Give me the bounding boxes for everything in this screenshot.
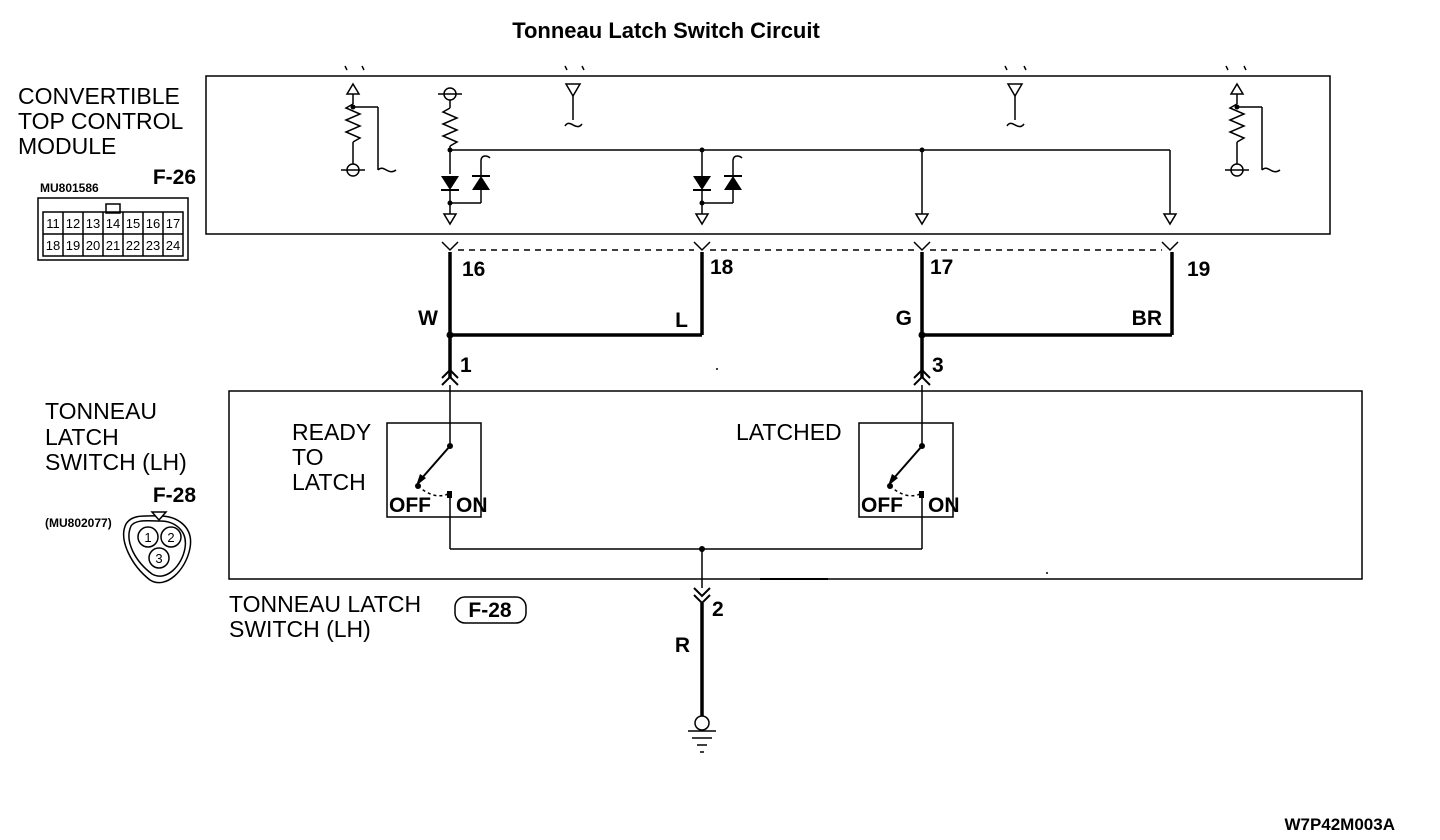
latched-off-label: OFF xyxy=(861,494,903,517)
terminal-19-label: 19 xyxy=(1187,258,1210,281)
module-pin-24: 24 xyxy=(166,238,180,253)
terminal-18-label: 18 xyxy=(710,256,734,279)
switch-label-line-1: TONNEAU xyxy=(45,398,157,424)
module-pin-16: 16 xyxy=(146,216,160,231)
module-pin-11: 11 xyxy=(46,216,60,231)
ready-on-label: ON xyxy=(456,494,488,517)
switch-pin-3: 3 xyxy=(155,551,162,566)
switch-bottom-label: TONNEAU LATCH SWITCH (LH) F-28 xyxy=(229,591,527,642)
module-pin-19: 19 xyxy=(66,238,80,253)
module-label-line-3: MODULE xyxy=(18,133,116,159)
module-label: CONVERTIBLE TOP CONTROL MODULE F-26 MU80… xyxy=(18,83,196,195)
wire-color-w: W xyxy=(418,307,438,330)
switch-pin-1: 1 xyxy=(144,530,151,545)
wiring: W L G BR 1 3 xyxy=(418,252,1174,446)
ready-off-label: OFF xyxy=(389,494,431,517)
module-pin-20: 20 xyxy=(86,238,100,253)
module-pin-21: 21 xyxy=(106,238,120,253)
terminal-17-label: 17 xyxy=(930,256,953,279)
switch-ready-to-latch: READY TO LATCH OFF ON xyxy=(292,419,488,549)
ready-label-line-1: READY xyxy=(292,419,371,445)
switch-terminal-3-label: 3 xyxy=(932,354,944,377)
ready-label-line-2: TO xyxy=(292,444,324,470)
switch-pin-2: 2 xyxy=(167,530,174,545)
bottom-connector-code: F-28 xyxy=(468,599,512,622)
switch-terminal-2-label: 2 xyxy=(712,598,724,621)
figure-code: W7P42M003A xyxy=(1284,815,1395,834)
latched-on-label: ON xyxy=(928,494,960,517)
diagram-title: Tonneau Latch Switch Circuit xyxy=(512,18,820,43)
switch-label-line-3: SWITCH (LH) xyxy=(45,449,187,475)
module-pin-12: 12 xyxy=(66,216,80,231)
module-terminals: 16 18 17 19 xyxy=(441,241,1210,281)
bottom-label-line-1: TONNEAU LATCH xyxy=(229,591,421,617)
module-connector-code: F-26 xyxy=(153,166,196,189)
ready-label-line-3: LATCH xyxy=(292,469,366,495)
module-pin-22: 22 xyxy=(126,238,140,253)
module-label-line-1: CONVERTIBLE xyxy=(18,83,180,109)
bottom-label-line-2: SWITCH (LH) xyxy=(229,616,371,642)
switch-label-line-2: LATCH xyxy=(45,424,119,450)
terminal-16-label: 16 xyxy=(462,258,485,281)
switch-part-number: (MU802077) xyxy=(45,516,112,530)
wire-color-br: BR xyxy=(1132,307,1162,330)
module-pin-17: 17 xyxy=(166,216,180,231)
switch-terminal-1-label: 1 xyxy=(460,354,472,377)
switch-connector-code: F-28 xyxy=(153,484,197,507)
switch-latched: LATCHED OFF ON xyxy=(736,419,960,549)
wire-color-g: G xyxy=(896,307,912,330)
internal-circuit xyxy=(341,82,1281,226)
latched-label: LATCHED xyxy=(736,419,842,445)
module-pin-15: 15 xyxy=(126,216,140,231)
module-part-number: MU801586 xyxy=(40,181,99,195)
module-connector-diagram: 11 12 13 14 15 16 17 18 19 20 21 22 23 24 xyxy=(37,197,189,261)
module-label-line-2: TOP CONTROL xyxy=(18,108,183,134)
switch-label: TONNEAU LATCH SWITCH (LH) F-28 (MU802077… xyxy=(45,398,196,530)
ground-circuit: 2 R xyxy=(450,546,922,753)
module-connector-pins: 11 12 13 14 15 16 17 18 19 20 21 22 23 24 xyxy=(46,212,180,256)
module-pin-13: 13 xyxy=(86,216,100,231)
module-pin-23: 23 xyxy=(146,238,160,253)
wire-color-l: L xyxy=(675,309,688,332)
switch-connector-diagram: 1 2 3 xyxy=(122,511,192,584)
wire-color-r: R xyxy=(675,634,690,657)
module-pin-14: 14 xyxy=(106,216,120,231)
module-pin-18: 18 xyxy=(46,238,60,253)
module-box xyxy=(205,75,1331,235)
